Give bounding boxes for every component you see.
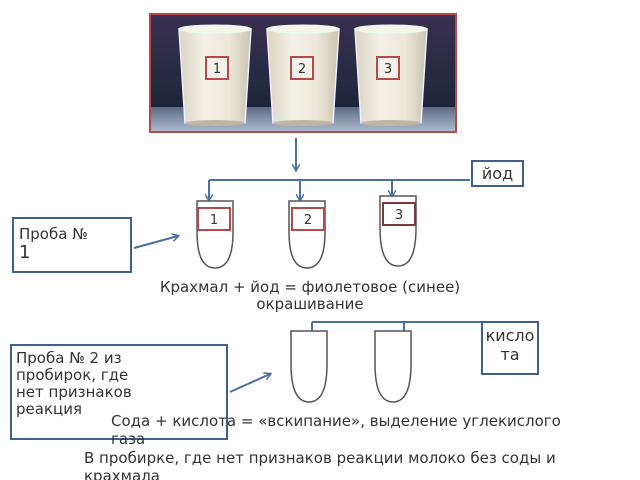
milk-glasses-photo: 1 2 3 xyxy=(149,13,457,133)
test-tube-4 xyxy=(290,330,328,403)
milk-glasses-illustration: 1 2 3 xyxy=(151,15,455,131)
sample1-box: Проба № 1 xyxy=(12,217,132,273)
starch-iodine-reaction: Крахмал + йод = фиолетовое (синее) окраш… xyxy=(159,278,461,314)
svg-text:3: 3 xyxy=(395,208,403,223)
svg-text:2: 2 xyxy=(298,62,306,77)
test-tube-5 xyxy=(374,330,412,403)
photo-label-2: 2 xyxy=(290,56,314,80)
conclusion-text: В пробирке, где нет признаков реакции мо… xyxy=(84,449,556,480)
photo-label-3: 3 xyxy=(376,56,400,80)
sample2-text: Проба № 2 из пробирок, где нет признаков… xyxy=(16,349,132,418)
svg-text:3: 3 xyxy=(384,62,392,77)
iodine-text: йод xyxy=(481,164,514,183)
acid-label: кислота xyxy=(481,321,539,375)
photo-label-1: 1 xyxy=(205,56,229,80)
iodine-label: йод xyxy=(471,160,524,187)
sample1-line1: Проба № xyxy=(19,225,88,243)
soda-acid-reaction: Сода + кислота = «вскипание», выделение … xyxy=(111,412,561,448)
svg-text:2: 2 xyxy=(304,213,312,228)
svg-text:1: 1 xyxy=(213,62,221,77)
svg-text:1: 1 xyxy=(210,213,218,228)
milk-glass-1 xyxy=(178,24,252,126)
tube-label-3: 3 xyxy=(382,202,416,226)
iodine-connector xyxy=(209,179,470,200)
tube-label-1: 1 xyxy=(197,207,231,231)
sample1-line2: 1 xyxy=(19,242,31,263)
sample2-box: Проба № 2 из пробирок, где нет признаков… xyxy=(10,344,228,440)
acid-text: кислота xyxy=(485,326,535,364)
sample1-arrow xyxy=(133,236,178,249)
tube-label-2: 2 xyxy=(291,207,325,231)
sample2-arrow xyxy=(229,374,270,393)
